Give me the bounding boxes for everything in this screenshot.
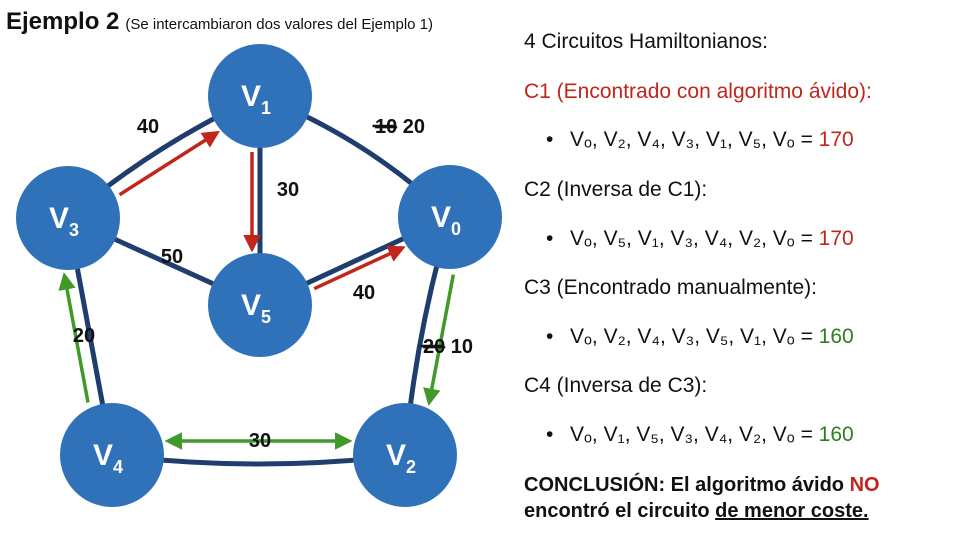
- conclusion-line-2: encontró el circuito de menor coste.: [524, 500, 869, 523]
- edge-weight-v4-v2: 30: [249, 430, 271, 452]
- node-v0: V0: [398, 165, 502, 269]
- node-v4: V4: [60, 403, 164, 507]
- c2-heading: C2 (Inversa de C1):: [524, 178, 708, 201]
- node-label: V0: [431, 201, 461, 239]
- node-circle: [60, 403, 164, 507]
- node-label: V1: [241, 80, 271, 118]
- conclusion-underlined: de menor coste.: [715, 500, 869, 522]
- edge-weight-v3-v4: 20: [73, 325, 95, 347]
- manual-arrow-v4-v3: [58, 272, 90, 403]
- node-circle: [208, 253, 312, 357]
- c3-sequence: Vₒ, V₂, V₄, V₃, V₅, V₁, Vₒ =: [570, 325, 819, 348]
- node-label: V3: [49, 202, 79, 240]
- greedy-arrow-v5-v0: [313, 245, 406, 291]
- node-circle: [16, 166, 120, 270]
- c4-cost: 160: [818, 423, 854, 446]
- c2-cost: 170: [818, 227, 854, 250]
- greedy-arrow-v3-v1: [118, 130, 220, 197]
- node-v2: V2: [353, 403, 457, 507]
- slide-title: Ejemplo 2 (Se intercambiaron dos valores …: [6, 8, 433, 36]
- edge-weight-v1-v5: 30: [277, 179, 299, 201]
- node-label: V5: [241, 289, 271, 327]
- title-subtitle: (Se intercambiaron dos valores del Ejemp…: [125, 16, 434, 33]
- edge-weight-v3-v1: 40: [137, 116, 159, 138]
- c1-sequence: Vₒ, V₂, V₄, V₃, V₁, V₅, Vₒ =: [570, 128, 819, 151]
- c3-circuit: •Vₒ, V₂, V₄, V₃, V₅, V₁, Vₒ = 160: [546, 325, 854, 348]
- c4-circuit: •Vₒ, V₁, V₅, V₃, V₄, V₂, Vₒ = 160: [546, 423, 854, 446]
- panel-heading: 4 Circuitos Hamiltonianos:: [524, 30, 768, 53]
- c2-sequence: Vₒ, V₅, V₁, V₃, V₄, V₂, Vₒ =: [570, 227, 819, 250]
- conclusion-text-2: encontró el circuito: [524, 500, 716, 522]
- c1-heading: C1 (Encontrado con algoritmo ávido):: [524, 80, 872, 103]
- c1-cost: 170: [818, 128, 854, 151]
- node-label: V2: [386, 439, 416, 477]
- c3-cost: 160: [818, 325, 854, 348]
- conclusion-label: CONCLUSIÓN:: [524, 474, 666, 496]
- manual-arrow-v0-v2: [423, 274, 456, 407]
- node-v1: V1: [208, 44, 312, 148]
- title-main: Ejemplo 2: [6, 8, 120, 35]
- node-label: V4: [93, 439, 123, 477]
- conclusion-no: NO: [849, 474, 880, 496]
- node-v5: V5: [208, 253, 312, 357]
- new-weight: 10: [445, 336, 473, 358]
- conclusion-line-1: CONCLUSIÓN: El algoritmo ávido NO: [524, 474, 880, 497]
- c4-heading: C4 (Inversa de C3):: [524, 374, 708, 397]
- conclusion-text-1: El algoritmo ávido: [665, 474, 850, 496]
- node-v3: V3: [16, 166, 120, 270]
- c1-circuit: •Vₒ, V₂, V₄, V₃, V₁, V₅, Vₒ = 170: [546, 128, 854, 151]
- node-circle: [208, 44, 312, 148]
- c2-circuit: •Vₒ, V₅, V₁, V₃, V₄, V₂, Vₒ = 170: [546, 227, 854, 250]
- c3-heading: C3 (Encontrado manualmente):: [524, 276, 817, 299]
- edge-weight-v0-v2: 20 10: [423, 336, 473, 358]
- edge-weight-v3-v5: 50: [161, 246, 183, 268]
- new-weight: 20: [397, 116, 425, 138]
- c4-sequence: Vₒ, V₁, V₅, V₃, V₄, V₂, Vₒ =: [570, 423, 819, 446]
- edge-weight-v5-v0: 40: [353, 282, 375, 304]
- node-circle: [398, 165, 502, 269]
- node-circle: [353, 403, 457, 507]
